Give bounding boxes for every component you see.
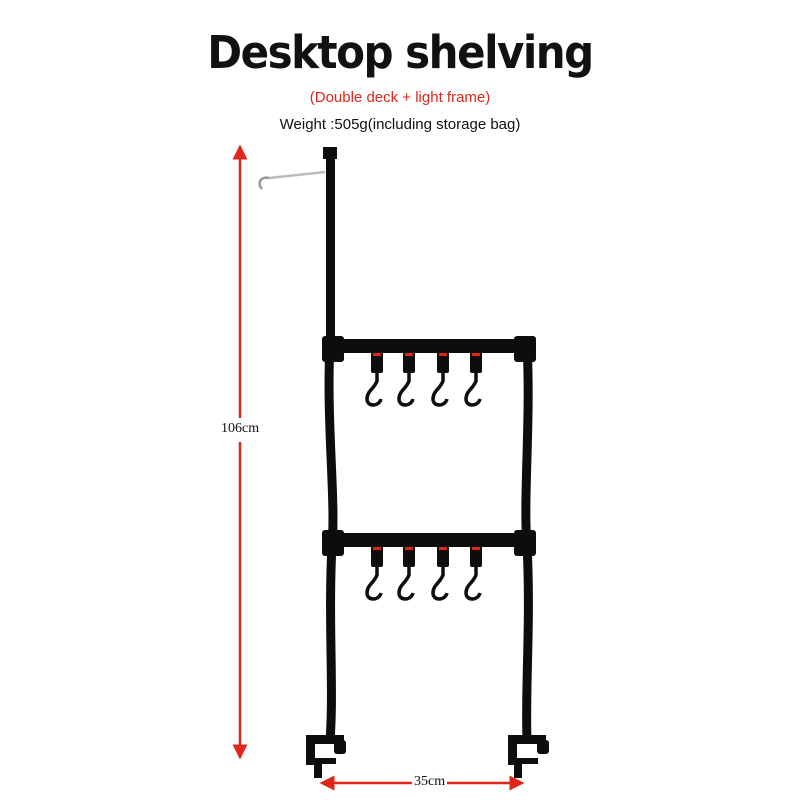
lower-corner-left [322,530,344,556]
clamp-left [306,735,346,778]
clamp-right [508,735,549,778]
upper-crossbar [330,339,528,353]
hook [397,345,415,407]
hook [397,539,415,601]
hook [464,539,482,601]
hook [464,345,482,407]
upper-corner-right [514,336,536,362]
main-pole [323,147,337,342]
lantern-arm [258,170,326,190]
height-dimension-label: 106cm [219,421,262,437]
weight-spec: Weight :505g(including storage bag) [279,116,521,133]
hook [431,539,449,601]
lower-hooks [365,539,482,601]
hook [365,345,383,407]
upper-hooks [365,345,482,407]
lower-corner-right [514,530,536,556]
lower-crossbar [330,533,528,547]
upper-corner-left [322,336,344,362]
lower-tier [322,530,536,601]
hook [431,345,449,407]
width-dimension-label: 35cm [412,774,448,790]
page-title: Desktop shelving [207,26,594,79]
hook [365,539,383,601]
upper-tier [322,336,536,407]
subtitle: (Double deck + light frame) [309,89,491,106]
